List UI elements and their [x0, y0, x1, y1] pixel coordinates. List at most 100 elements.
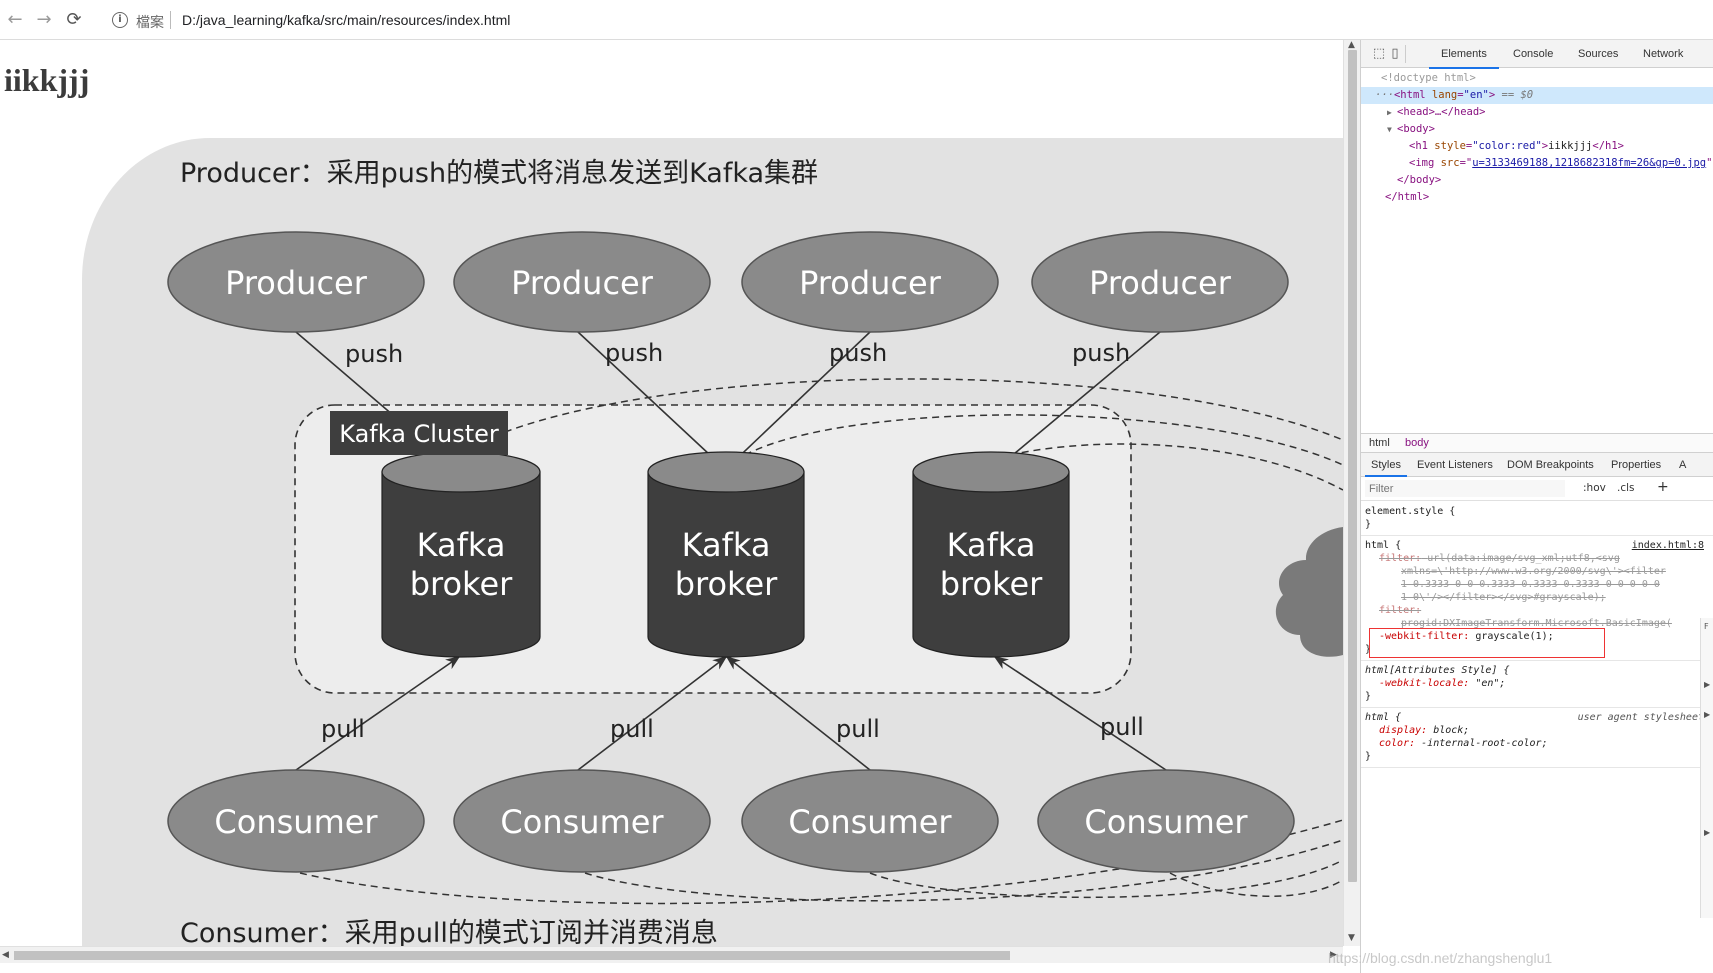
devtools-panel: ⬚ ▯ Elements Console Sources Network <!d… — [1360, 40, 1713, 973]
broker-node: Kafka broker — [381, 451, 541, 658]
tab-properties[interactable]: Properties — [1611, 459, 1662, 471]
broker-label-line2: broker — [940, 565, 1043, 603]
tab-sources[interactable]: Sources — [1578, 48, 1619, 60]
consumer-label: Consumer — [788, 803, 952, 841]
ua-source-label: user agent stylesheet — [1577, 712, 1704, 723]
breadcrumb-html[interactable]: html — [1369, 437, 1390, 449]
breadcrumb-body[interactable]: body — [1405, 437, 1429, 449]
broker-label-line2: broker — [410, 565, 513, 603]
consumer-label: Consumer — [1084, 803, 1248, 841]
status-strip — [0, 963, 1360, 973]
chevron-right-icon[interactable]: ▶ — [1704, 680, 1711, 689]
scroll-down-icon[interactable]: ▼ — [1348, 933, 1355, 943]
scroll-left-icon[interactable]: ◀ — [2, 950, 9, 960]
attributes-style-rule[interactable]: html[Attributes Style] { -webkit-locale:… — [1361, 661, 1713, 708]
broker-label-line1: Kafka — [682, 526, 771, 564]
scroll-up-icon[interactable]: ▲ — [1348, 40, 1355, 50]
back-icon[interactable]: ← — [7, 9, 23, 30]
consumer-label: Consumer — [500, 803, 664, 841]
producer-node: Producer — [741, 231, 999, 333]
forward-icon[interactable]: → — [36, 9, 52, 30]
address-separator — [170, 11, 171, 29]
push-label: push — [345, 340, 403, 368]
push-label: push — [605, 339, 663, 367]
info-icon[interactable]: i — [112, 12, 128, 28]
cluster-label-box — [330, 411, 508, 455]
tab-console[interactable]: Console — [1513, 48, 1554, 60]
broker-node: Kafka broker — [912, 451, 1070, 658]
broker-label-line1: Kafka — [947, 526, 1036, 564]
breadcrumb: html body — [1361, 433, 1713, 453]
page-title: iikkjjj — [4, 62, 90, 98]
producer-node: Producer — [1031, 231, 1289, 333]
page-vertical-scrollbar[interactable]: ▲ ▼ — [1343, 40, 1360, 946]
expand-arrow-icon[interactable]: ▶ — [1387, 108, 1392, 117]
styles-filter-input[interactable] — [1365, 480, 1565, 497]
push-label: push — [1072, 339, 1130, 367]
chevron-right-icon[interactable]: F — [1704, 622, 1709, 631]
kafka-diagram: Producer：采用push的模式将消息发送到Kafka集群 Consumer… — [82, 138, 1343, 973]
broker-label-line2: broker — [675, 565, 778, 603]
dom-node-html-close[interactable]: </html> — [1385, 191, 1430, 203]
dom-node-body[interactable]: ▼<body> — [1361, 121, 1713, 138]
url-field[interactable]: D:/java_learning/kafka/src/main/resource… — [182, 12, 511, 28]
tab-event-listeners[interactable]: Event Listeners — [1417, 459, 1493, 471]
producer-node: Producer — [167, 231, 425, 333]
reload-icon[interactable]: ⟳ — [66, 9, 82, 30]
consumer-label: Consumer — [214, 803, 378, 841]
dom-node-img[interactable]: <img src="u=3133469188,1218682318fm=26&g… — [1409, 157, 1713, 169]
consumer-node: Consumer — [741, 769, 999, 873]
devtools-tabbar: ⬚ ▯ Elements Console Sources Network — [1361, 40, 1713, 69]
tab-styles[interactable]: Styles — [1365, 459, 1407, 477]
tabbar-separator — [1405, 45, 1406, 63]
device-toolbar-icon[interactable]: ▯ — [1391, 46, 1399, 61]
tab-more[interactable]: A — [1679, 459, 1687, 471]
producer-label: Producer — [1089, 264, 1232, 302]
user-agent-rule[interactable]: html { user agent stylesheet display: bl… — [1361, 708, 1713, 768]
tab-dom-breakpoints[interactable]: DOM Breakpoints — [1507, 459, 1594, 471]
img-src-link[interactable]: u=3133469188,1218682318fm=26&gp=0.jpg — [1472, 157, 1707, 169]
dom-node-h1[interactable]: <h1 style="color:red">iikkjjj</h1> — [1409, 140, 1624, 152]
producer-label: Producer — [225, 264, 368, 302]
dom-tree[interactable]: <!doctype html> ···<html lang="en"> == $… — [1361, 70, 1713, 206]
tab-network[interactable]: Network — [1643, 48, 1684, 60]
dom-node-doctype[interactable]: <!doctype html> — [1381, 72, 1476, 84]
rule-source-link[interactable]: index.html:8 — [1631, 540, 1704, 551]
scroll-right-icon[interactable]: ▶ — [1330, 950, 1337, 960]
consumer-node: Consumer — [1037, 769, 1295, 873]
vertical-scroll-thumb[interactable] — [1348, 50, 1357, 882]
producer-caption: Producer：采用push的模式将消息发送到Kafka集群 — [180, 158, 818, 189]
styles-pane: element.style { } html { index.html:8 fi… — [1361, 502, 1713, 768]
address-bar: ← → ⟳ i 檔案 D:/java_learning/kafka/src/ma… — [0, 0, 1713, 40]
broker-node: Kafka broker — [647, 451, 805, 658]
styles-tabbar: Styles Event Listeners DOM Breakpoints P… — [1361, 453, 1713, 477]
dom-node-body-close[interactable]: </body> — [1397, 174, 1442, 186]
hov-button[interactable]: :hov — [1583, 482, 1606, 494]
highlight-box — [1369, 628, 1605, 658]
arrows — [295, 331, 1167, 771]
html-style-rule[interactable]: html { index.html:8 filter: url(data:ima… — [1361, 536, 1713, 661]
dom-node-html[interactable]: ···<html lang="en"> == $0 — [1361, 87, 1713, 104]
producer-node: Producer — [453, 231, 711, 333]
push-label: push — [829, 339, 887, 367]
page-horizontal-scrollbar[interactable]: ◀ ▶ — [0, 946, 1343, 963]
broker-label-line1: Kafka — [417, 526, 506, 564]
chevron-right-icon[interactable]: ▶ — [1704, 710, 1711, 719]
tab-elements[interactable]: Elements — [1429, 48, 1499, 69]
producer-label: Producer — [511, 264, 654, 302]
page-viewport: Producer：采用push的模式将消息发送到Kafka集群 Consumer… — [0, 40, 1343, 973]
webkit-filter-declaration[interactable]: -webkit-filter: grayscale(1); } — [1365, 628, 1710, 658]
cls-button[interactable]: .cls — [1617, 482, 1635, 494]
element-style-rule[interactable]: element.style { } — [1361, 502, 1713, 536]
styles-scrollbar[interactable]: F ▶ ▶ ▶ — [1700, 618, 1713, 918]
inspect-icon[interactable]: ⬚ — [1372, 46, 1386, 61]
pull-label: pull — [1100, 713, 1144, 741]
security-label[interactable]: 檔案 — [136, 14, 164, 30]
consumer-node: Consumer — [167, 769, 425, 873]
dom-node-head[interactable]: ▶<head>…</head> — [1361, 104, 1713, 121]
chevron-right-icon[interactable]: ▶ — [1704, 828, 1711, 837]
horizontal-scroll-thumb[interactable] — [14, 951, 1010, 960]
add-rule-button[interactable]: + — [1657, 479, 1669, 495]
styles-filter-row: :hov .cls + — [1361, 477, 1713, 501]
collapse-arrow-icon[interactable]: ▼ — [1387, 125, 1392, 134]
